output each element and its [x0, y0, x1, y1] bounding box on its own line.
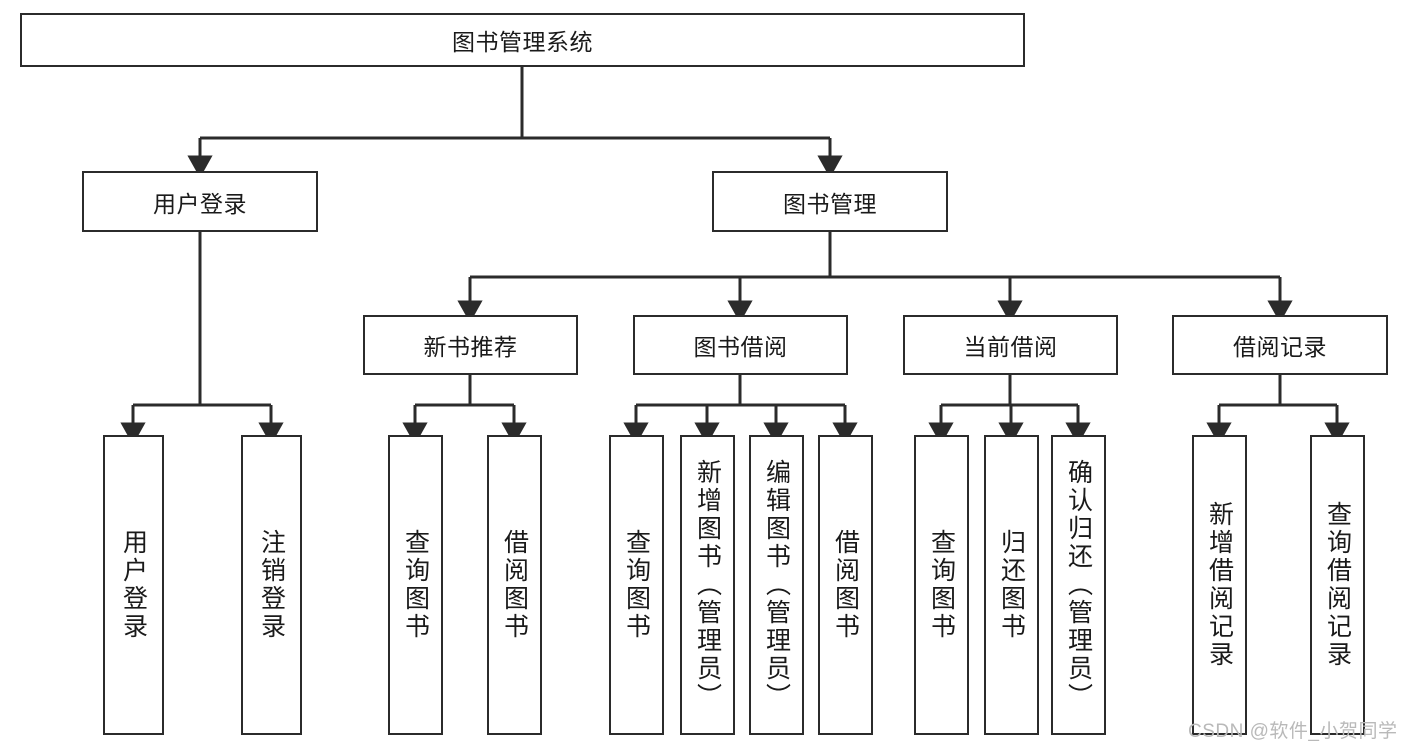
node-leaf-query-book-current[interactable]: 查询图书 — [914, 435, 969, 735]
node-leaf-borrow-book-recommend-label: 借阅图书 — [500, 529, 529, 641]
node-leaf-add-book-admin-label: 新增图书（管理员） — [693, 459, 722, 711]
node-user-login[interactable]: 用户登录 — [82, 171, 318, 232]
node-leaf-return-book-label: 归还图书 — [997, 529, 1026, 641]
node-root[interactable]: 图书管理系统 — [20, 13, 1025, 67]
node-current-borrow-label: 当前借阅 — [963, 334, 1058, 360]
node-leaf-edit-book-admin[interactable]: 编辑图书（管理员） — [749, 435, 804, 735]
node-leaf-confirm-return-admin[interactable]: 确认归还（管理员） — [1051, 435, 1106, 735]
node-book-management[interactable]: 图书管理 — [712, 171, 948, 232]
node-new-book-recommend-label: 新书推荐 — [423, 334, 518, 360]
node-root-label: 图书管理系统 — [452, 29, 593, 55]
node-leaf-borrow-book-borrow[interactable]: 借阅图书 — [818, 435, 873, 735]
node-leaf-borrow-book-recommend[interactable]: 借阅图书 — [487, 435, 542, 735]
node-leaf-query-book-recommend-label: 查询图书 — [401, 529, 430, 641]
node-leaf-query-book-current-label: 查询图书 — [927, 529, 956, 641]
node-book-management-label: 图书管理 — [783, 190, 877, 217]
node-leaf-add-borrow-record-label: 新增借阅记录 — [1205, 501, 1234, 669]
node-borrow-records-label: 借阅记录 — [1233, 334, 1327, 360]
node-leaf-query-book-borrow-label: 查询图书 — [622, 529, 651, 641]
node-leaf-query-book-borrow[interactable]: 查询图书 — [609, 435, 664, 735]
node-leaf-user-login-label: 用户登录 — [119, 529, 148, 641]
node-leaf-borrow-book-borrow-label: 借阅图书 — [831, 529, 860, 641]
node-leaf-confirm-return-admin-label: 确认归还（管理员） — [1064, 459, 1093, 711]
node-current-borrow[interactable]: 当前借阅 — [903, 315, 1118, 375]
node-leaf-add-borrow-record[interactable]: 新增借阅记录 — [1192, 435, 1247, 735]
node-user-login-label: 用户登录 — [153, 190, 247, 217]
node-leaf-add-book-admin[interactable]: 新增图书（管理员） — [680, 435, 735, 735]
node-leaf-query-borrow-record-label: 查询借阅记录 — [1323, 501, 1352, 669]
node-leaf-return-book[interactable]: 归还图书 — [984, 435, 1039, 735]
node-borrow-records[interactable]: 借阅记录 — [1172, 315, 1388, 375]
node-leaf-user-logout[interactable]: 注销登录 — [241, 435, 302, 735]
watermark: CSDN @软件_小贺同学 — [1188, 721, 1398, 742]
node-book-borrow-label: 图书借阅 — [693, 334, 788, 360]
node-leaf-query-book-recommend[interactable]: 查询图书 — [388, 435, 443, 735]
node-leaf-user-login[interactable]: 用户登录 — [103, 435, 164, 735]
node-leaf-user-logout-label: 注销登录 — [257, 529, 286, 641]
node-book-borrow[interactable]: 图书借阅 — [633, 315, 848, 375]
node-leaf-query-borrow-record[interactable]: 查询借阅记录 — [1310, 435, 1365, 735]
node-new-book-recommend[interactable]: 新书推荐 — [363, 315, 578, 375]
node-leaf-edit-book-admin-label: 编辑图书（管理员） — [762, 459, 791, 711]
